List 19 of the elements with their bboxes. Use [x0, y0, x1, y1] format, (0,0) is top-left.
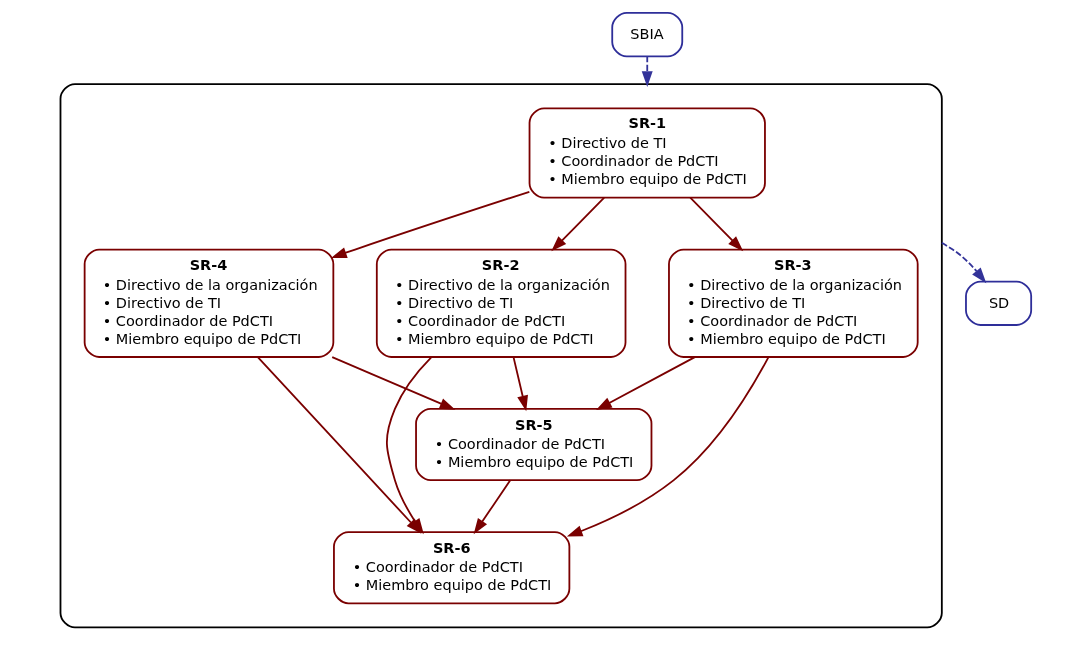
- node-box: SR-2 • Directivo de la organización • Directivo de TI • Coordinador de PdCTI • Miembro equipo de PdCTI: [375, 248, 627, 358]
- arrow: [689, 196, 744, 252]
- node-box: SR-3 • Directivo de la organización • Directivo de TI • Coordinador de PdCTI • Miembro equipo de PdCTI: [668, 248, 919, 358]
- arrow: [641, 55, 653, 87]
- node-box: SR-4 • Directivo de la organización • Directivo de TI • Coordinador de PdCTI • Miembro equipo de PdCTI: [83, 248, 335, 358]
- arrow: [331, 190, 531, 258]
- arrow: [566, 356, 770, 537]
- arrow: [596, 356, 696, 411]
- node-box: SBIA: [611, 12, 684, 58]
- node-box: SR-6 • Coordinador de PdCTI • Miembro equipo de PdCTI: [333, 531, 571, 605]
- node-box: SD: [965, 280, 1033, 326]
- arrow: [512, 356, 528, 412]
- arrow: [473, 479, 512, 535]
- node-box: SR-5 • Coordinador de PdCTI • Miembro equipo de PdCTI: [415, 408, 653, 482]
- arrow: [940, 241, 987, 284]
- arrow: [331, 356, 456, 410]
- arrow: [551, 196, 606, 252]
- node-box: SR-1 • Directivo de TI • Coordinador de PdCTI • Miembro equipo de PdCTI: [528, 107, 766, 199]
- cluster: [59, 83, 943, 629]
